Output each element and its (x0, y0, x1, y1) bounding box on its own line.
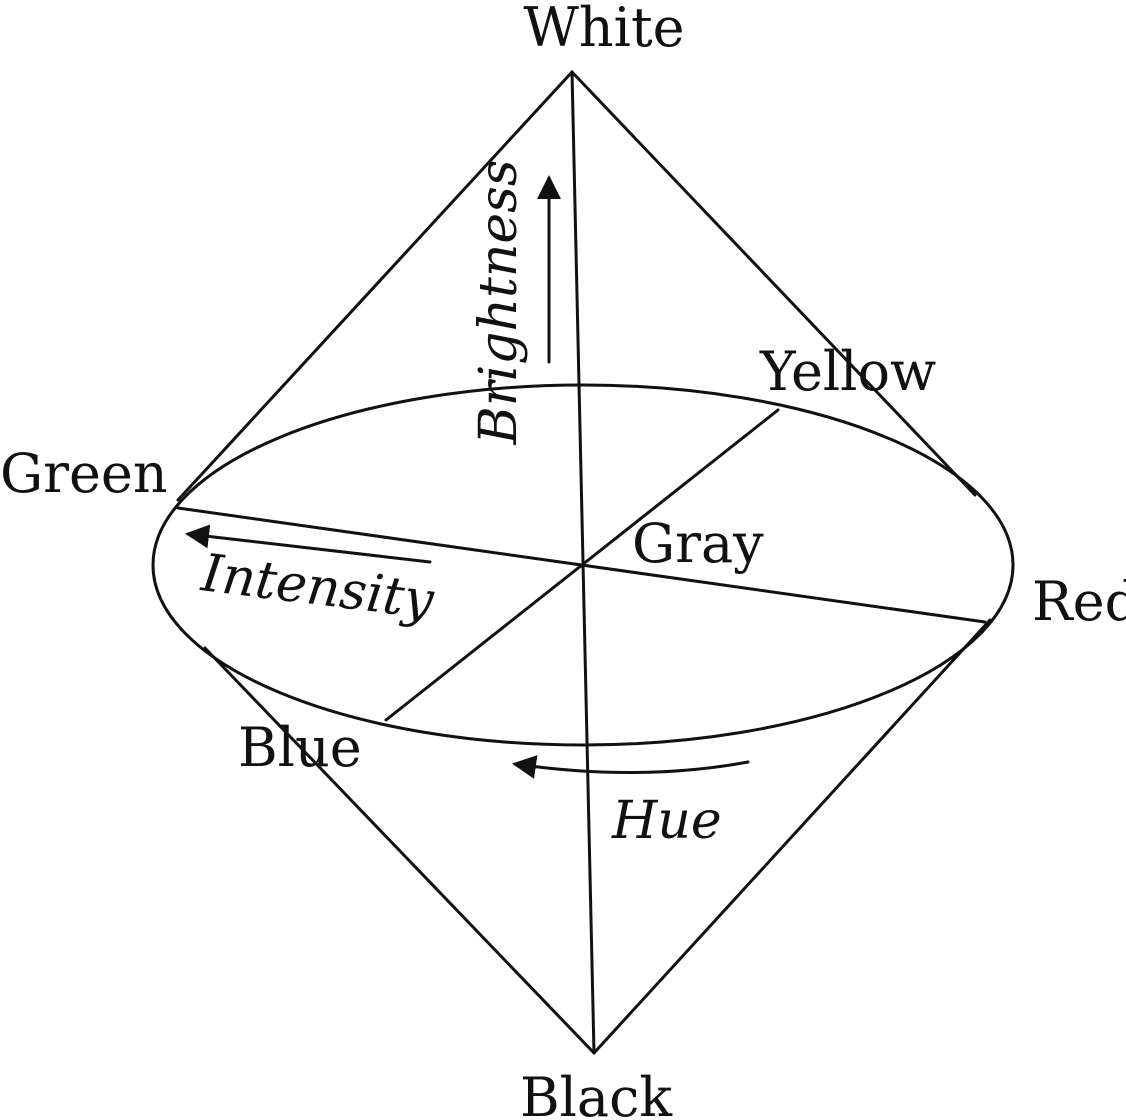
blue-label: Blue (238, 716, 362, 779)
red-label: Red (1032, 570, 1126, 633)
intensity-label: Intensity (197, 543, 437, 631)
hue-arrow (512, 755, 750, 779)
black-label: Black (520, 1066, 673, 1120)
hue-label: Hue (611, 791, 722, 851)
hue-ellipse (151, 383, 1015, 747)
intensity-arrow (185, 524, 432, 564)
yellow-label: Yellow (759, 340, 936, 403)
brightness-label: Brightness (469, 159, 529, 445)
white-label: White (523, 0, 684, 59)
upper-cone-right-edge (570, 70, 977, 497)
lower-cone-left-edge (203, 646, 596, 1055)
green-label: Green (0, 442, 168, 505)
gray-label: Gray (632, 512, 764, 575)
lower-cone-right-edge (592, 618, 992, 1055)
upper-cone-left-edge (176, 70, 574, 502)
yellow-blue-diameter (384, 408, 780, 722)
